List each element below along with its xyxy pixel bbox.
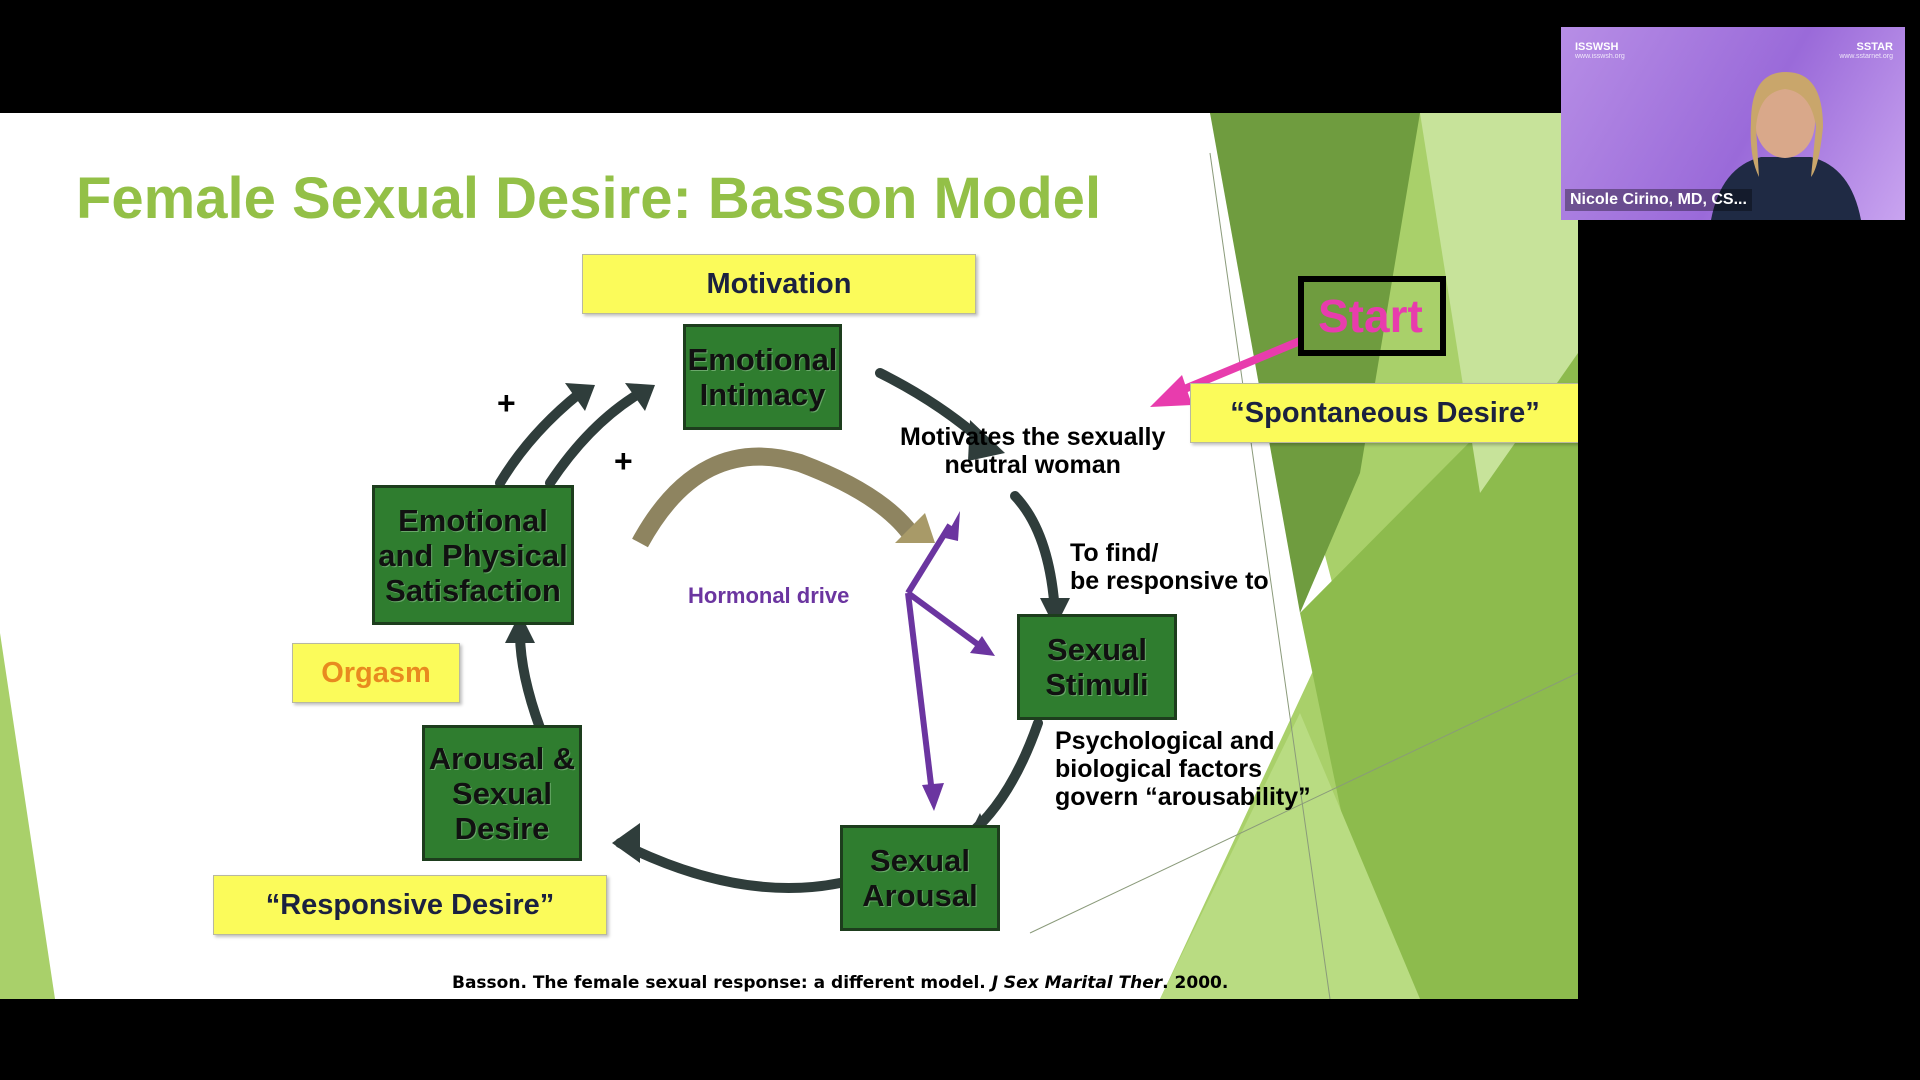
participant-name: Nicole Cirino, MD, CS... <box>1565 189 1752 211</box>
purple-arrow-up <box>905 523 953 595</box>
green-facet <box>1300 333 1578 999</box>
motivation-box: Motivation <box>582 254 976 314</box>
citation-journal: J Sex Marital Ther <box>991 973 1163 993</box>
arc-outer-plus <box>495 388 585 488</box>
speaker-hair <box>1750 72 1823 177</box>
plus-sign: + <box>497 385 516 421</box>
spontaneous-desire-box: “Spontaneous Desire” <box>1190 383 1578 443</box>
arrowhead <box>970 636 995 656</box>
citation-prefix: Basson. The female sexual response: a di… <box>452 973 992 993</box>
orgasm-box: Orgasm <box>292 643 460 703</box>
node-label: Emotional and Physical Satisfaction <box>378 502 568 608</box>
green-facet <box>0 633 55 999</box>
arrowhead <box>922 783 944 811</box>
hormonal-arrowheads <box>922 511 995 811</box>
start-arrowhead <box>1150 375 1192 407</box>
motivates-label: Motivates the sexually neutral woman <box>900 423 1166 479</box>
purple-arrow-down <box>905 592 935 794</box>
slide-background-graphics <box>0 113 1578 999</box>
arrowhead <box>505 613 535 643</box>
node-sexual-arousal: Sexual Arousal <box>840 825 1000 931</box>
speaker-face <box>1755 86 1815 158</box>
arc-to-desire <box>615 838 845 893</box>
spontaneous-desire-label: “Spontaneous Desire” <box>1230 396 1540 429</box>
presentation-slide: Female Sexual Desire: Basson Model Motiv… <box>0 113 1578 999</box>
node-emotional-intimacy: Emotional Intimacy <box>683 324 842 430</box>
arc-to-satisfaction <box>515 628 545 733</box>
arrowhead <box>1040 598 1070 628</box>
node-emotional-physical-satisfaction: Emotional and Physical Satisfaction <box>372 485 574 625</box>
green-facet <box>1210 113 1420 613</box>
arrowhead <box>625 383 655 411</box>
arc-inner-plus <box>545 388 645 488</box>
motivation-label: Motivation <box>706 267 852 300</box>
speaker-silhouette <box>1711 72 1861 220</box>
plus-sign: + <box>614 443 633 479</box>
slide-title: Female Sexual Desire: Basson Model <box>76 166 1102 231</box>
arrowhead <box>565 383 595 411</box>
arc-to-stimuli <box>1010 491 1060 618</box>
arc-to-arousal <box>960 718 1043 843</box>
hormonal-curve-arrowhead <box>895 513 935 543</box>
start-label: Start <box>1318 290 1423 342</box>
responsive-desire-box: “Responsive Desire” <box>213 875 607 935</box>
node-sexual-stimuli: Sexual Stimuli <box>1017 614 1177 720</box>
green-facet <box>1160 713 1420 999</box>
hormonal-arrows <box>905 523 982 794</box>
node-label: Arousal & Sexual Desire <box>428 740 576 846</box>
citation: Basson. The female sexual response: a di… <box>452 973 1228 993</box>
node-label: Emotional Intimacy <box>687 342 838 412</box>
hormonal-curve-arrow <box>632 447 918 548</box>
hormonal-drive-label: Hormonal drive <box>688 583 850 608</box>
guide-line <box>1029 672 1578 934</box>
factors-label: Psychological and biological factors gov… <box>1055 727 1311 811</box>
arrowhead <box>945 511 960 541</box>
node-label: Sexual Stimuli <box>1045 632 1149 702</box>
to-find-label: To find/ be responsive to <box>1070 539 1269 595</box>
responsive-desire-label: “Responsive Desire” <box>265 888 555 921</box>
guide-line <box>1209 152 1331 999</box>
citation-suffix: . 2000. <box>1162 973 1229 993</box>
arrowhead <box>968 420 1005 461</box>
node-arousal-sexual-desire: Arousal & Sexual Desire <box>422 725 582 861</box>
arrowhead <box>612 823 640 863</box>
orgasm-label: Orgasm <box>321 656 431 689</box>
purple-arrow-right <box>906 590 982 649</box>
node-label: Sexual Arousal <box>862 843 978 913</box>
start-box: Start <box>1298 276 1446 356</box>
speaker-body <box>1711 157 1861 220</box>
